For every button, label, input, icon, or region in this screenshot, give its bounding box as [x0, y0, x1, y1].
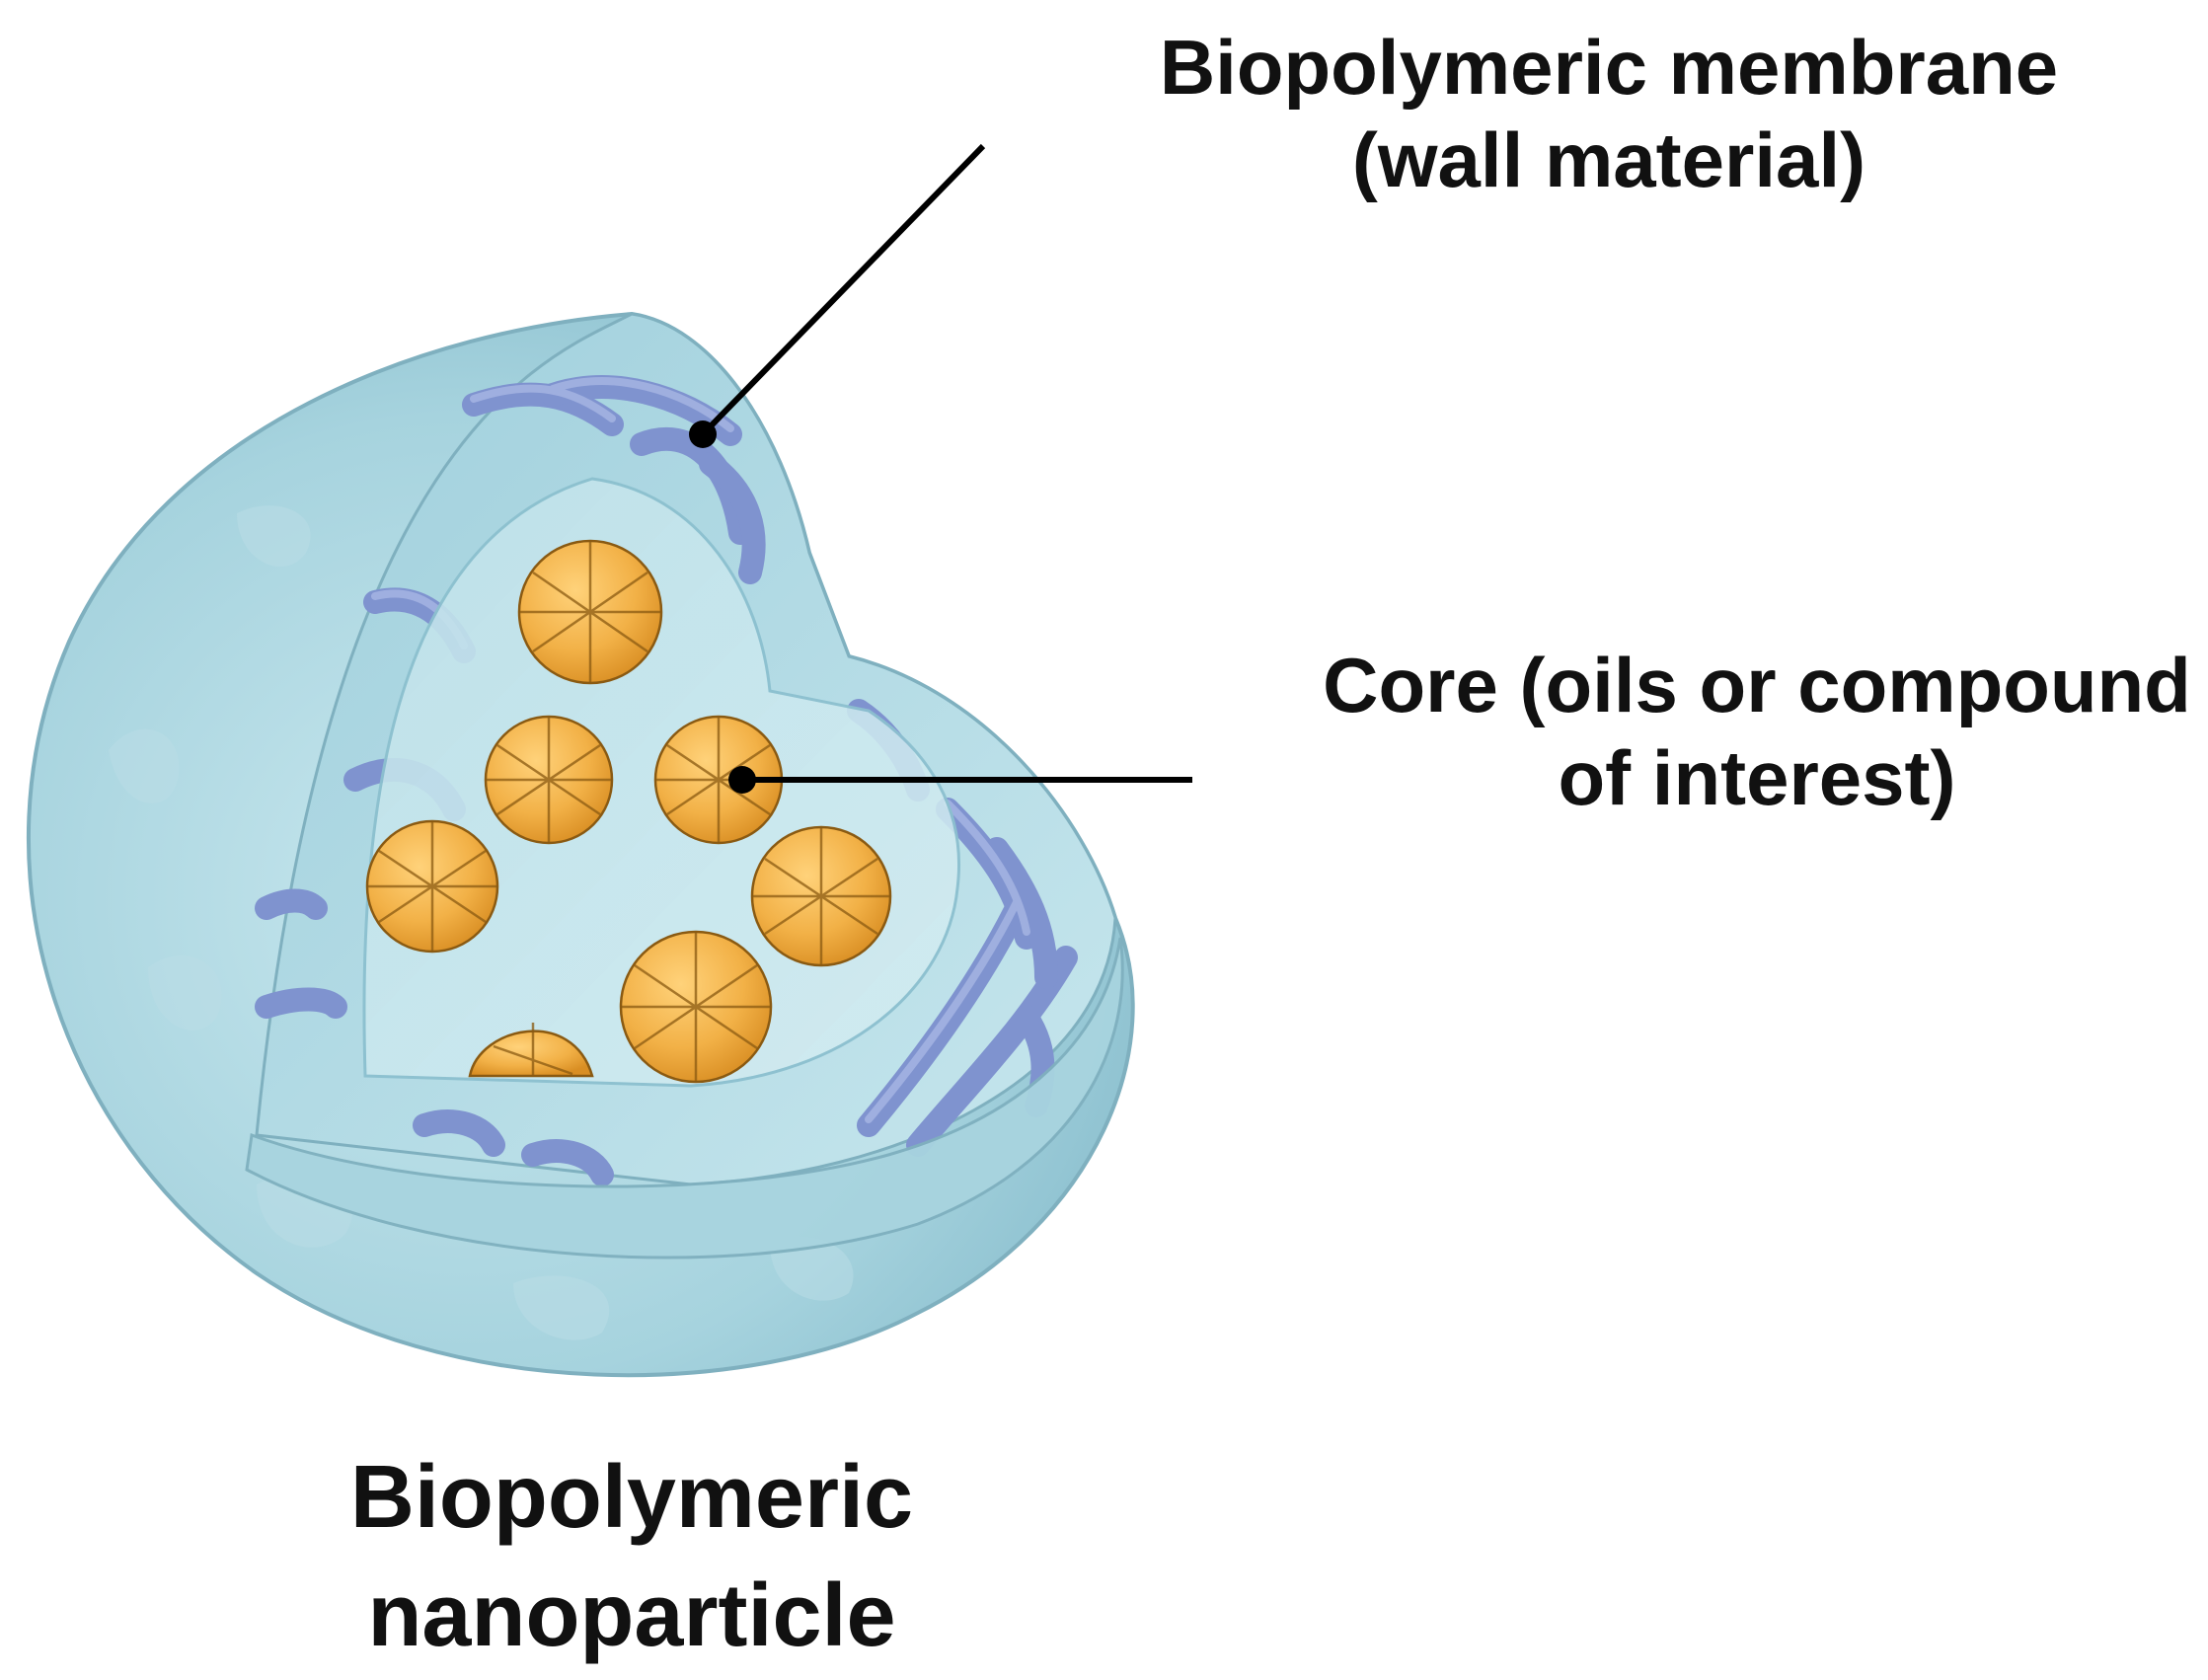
nanoparticle-label-line1: Biopolymeric	[349, 1448, 914, 1547]
core-particle	[653, 715, 784, 845]
membrane-label-line2: (wall material)	[1351, 115, 1866, 203]
core-particle	[468, 1023, 594, 1078]
core-particle	[750, 825, 892, 967]
core-particle	[365, 819, 499, 954]
shell-front-lip	[245, 937, 1124, 1260]
core-particle	[484, 715, 614, 845]
leader-line-core	[728, 766, 1192, 794]
core-particle	[517, 539, 663, 685]
core-label-line1: Core (oils or compound	[1323, 642, 2191, 728]
leader-line-membrane	[689, 143, 986, 448]
core-label-line2: of interest)	[1558, 733, 1956, 821]
membrane-label-line1: Biopolymeric membrane	[1159, 24, 2059, 111]
core-label: Core (oils or compound of interest)	[1283, 640, 2208, 824]
nanoparticle-label: Biopolymeric nanoparticle	[197, 1439, 1066, 1675]
nanoparticle-label-line2: nanoparticle	[367, 1565, 896, 1665]
core-particle	[619, 930, 773, 1084]
core-particles	[365, 539, 892, 1084]
membrane-label: Biopolymeric membrane (wall material)	[1066, 22, 2152, 206]
